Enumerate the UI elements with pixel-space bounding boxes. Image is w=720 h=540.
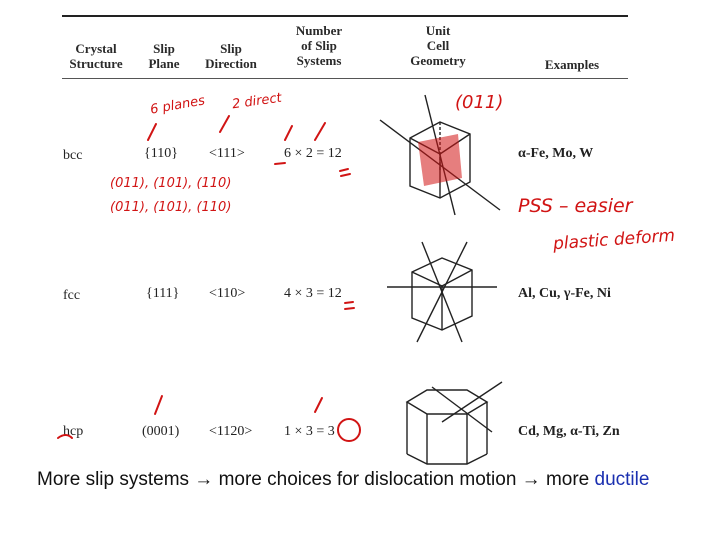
- caption: More slip systems → more choices for dis…: [37, 468, 697, 492]
- annotation-plane-label: (011): [455, 92, 504, 113]
- row-fcc-plane: {111}: [146, 286, 180, 301]
- row-hcp-examples: Cd, Mg, α-Ti, Zn: [518, 424, 620, 439]
- header-crystal-structure: Crystal Structure: [69, 41, 123, 71]
- header-unit-cell-geometry: Unit Cell Geometry: [410, 23, 466, 68]
- row-hcp-systems: 1 × 3 = 3: [284, 424, 335, 439]
- row-bcc-plane: {110}: [144, 146, 178, 161]
- annotation-pss-note-1: PSS – easier: [518, 195, 633, 217]
- row-hcp-direction: <1120>: [209, 424, 253, 439]
- caption-ductile: ductile: [594, 469, 650, 490]
- row-bcc-examples: α-Fe, Mo, W: [518, 146, 594, 161]
- bcc-unit-cell-diagram: [379, 94, 501, 216]
- table-header-rule: [62, 78, 628, 79]
- row-hcp-plane: (0001): [142, 424, 180, 439]
- row-bcc-structure: bcc: [63, 148, 83, 163]
- hcp-unit-cell-diagram: [405, 381, 503, 465]
- annotation-planes-list-2: (011), (101), (110): [110, 200, 232, 215]
- header-examples: Examples: [544, 57, 600, 72]
- row-fcc-systems: 4 × 3 = 12: [284, 286, 342, 301]
- caption-text: More slip systems → more choices for dis…: [37, 469, 590, 490]
- fcc-unit-cell-diagram: [387, 241, 497, 343]
- row-fcc-direction: <110>: [209, 286, 246, 301]
- table-top-rule: [62, 15, 628, 17]
- row-bcc-direction: <111>: [209, 146, 245, 161]
- row-fcc-examples: Al, Cu, γ-Fe, Ni: [518, 286, 611, 301]
- row-bcc-systems: 6 × 2 = 12: [284, 146, 342, 161]
- header-slip-direction: Slip Direction: [205, 41, 257, 71]
- row-fcc-structure: fcc: [63, 288, 81, 303]
- header-slip-plane: Slip Plane: [148, 41, 180, 71]
- annotation-planes-list-1: (011), (101), (110): [110, 176, 232, 191]
- header-number-of-slip-systems: Number of Slip Systems: [295, 23, 343, 68]
